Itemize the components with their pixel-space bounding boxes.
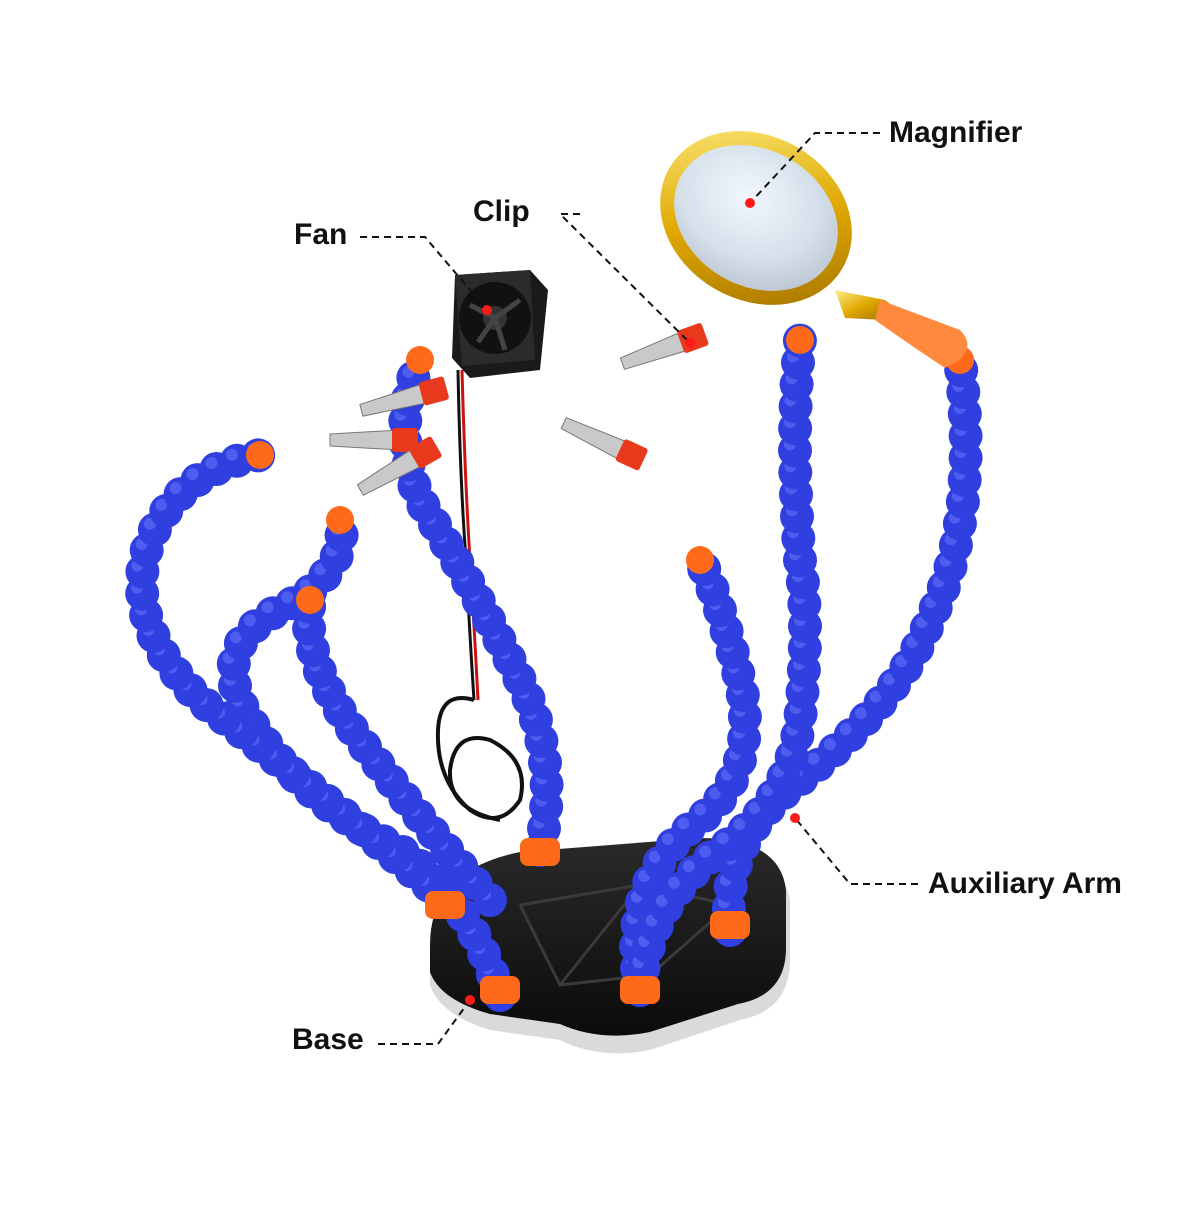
base-connector — [480, 976, 520, 1004]
auxiliary-arm — [623, 323, 822, 1007]
arm-bead-highlight — [648, 850, 661, 863]
marker-magnifier — [745, 198, 755, 208]
label-base: Base — [292, 1023, 364, 1056]
arm-bead-highlight — [839, 723, 852, 735]
arm-tip-connector — [326, 506, 354, 534]
arm-bead-highlight — [883, 673, 895, 686]
arm-bead-highlight — [205, 457, 218, 469]
arm-bead-highlight — [869, 690, 882, 703]
arm-bead-highlight — [694, 803, 707, 816]
leader-clip — [557, 213, 691, 344]
arm-bead-highlight — [261, 601, 274, 614]
arm-base-connectors — [425, 838, 750, 1004]
label-fan: Fan — [294, 218, 348, 251]
base-connector — [425, 891, 465, 919]
arm-bead-highlight — [281, 591, 294, 604]
alligator-clip-icon — [619, 323, 709, 370]
arm-bead-highlight — [855, 707, 867, 720]
base-connector — [710, 911, 750, 939]
arm-tip-connector — [786, 326, 814, 354]
base-connector — [520, 838, 560, 866]
arm-bead-highlight — [823, 738, 836, 751]
auxiliary-arm — [388, 346, 564, 867]
label-clip: Clip — [473, 195, 530, 228]
alligator-clip-icon — [359, 376, 449, 417]
arm-bead-highlight — [655, 894, 668, 907]
cooling-fan-icon — [452, 270, 548, 378]
arm-bead-highlight — [169, 482, 182, 495]
leader-aux — [794, 817, 918, 885]
leader-magnifier — [749, 132, 880, 204]
arm-tip-connector — [406, 346, 434, 374]
label-magnifier: Magnifier — [889, 116, 1023, 149]
alligator-clip-icon — [560, 417, 648, 471]
arm-bead-highlight — [733, 818, 746, 830]
base-connector — [620, 976, 660, 1004]
arm-bead-highlight — [682, 860, 695, 873]
arm-tip-connector — [686, 546, 714, 574]
auxiliary-arm — [292, 586, 507, 917]
auxiliary-arm — [125, 438, 462, 917]
leader-base — [378, 999, 471, 1045]
marker-base — [465, 995, 475, 1005]
magnifying-glass-icon — [660, 131, 968, 368]
leader-lines — [360, 132, 918, 1045]
alligator-clips — [329, 323, 709, 496]
arm-bead-highlight — [155, 498, 168, 511]
marker-aux — [790, 813, 800, 823]
alligator-clip-icon — [356, 436, 442, 496]
auxiliary-arm — [711, 346, 983, 947]
arm-bead-highlight — [807, 752, 820, 765]
arm-bead-highlight — [677, 817, 690, 830]
arm-bead-highlight — [668, 876, 681, 889]
arm-bead-highlight — [716, 832, 729, 845]
marker-dots — [465, 198, 800, 1005]
arm-tip-connector — [246, 441, 274, 469]
arm-bead-highlight — [225, 448, 238, 461]
marker-clip — [685, 338, 695, 348]
arm-bead-highlight — [699, 845, 712, 858]
arm-bead-highlight — [243, 614, 256, 627]
arm-bead-highlight — [229, 631, 242, 644]
leader-fan — [360, 236, 488, 311]
arm-bead-highlight — [748, 802, 761, 814]
label-auxiliary-arm: Auxiliary Arm — [928, 867, 1122, 900]
marker-fan — [482, 305, 492, 315]
arm-tip-connector — [296, 586, 324, 614]
alligator-clip-icon — [329, 428, 418, 452]
arm-bead-highlight — [186, 468, 199, 481]
arm-bead-highlight — [661, 833, 674, 846]
